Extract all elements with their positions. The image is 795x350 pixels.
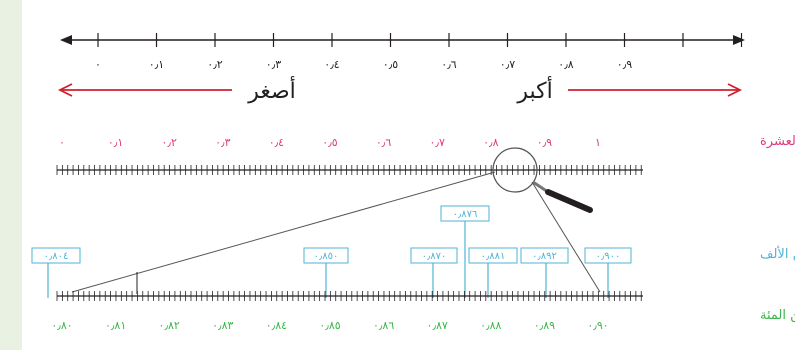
thousandths-row-title: أجزاء من الألف [760,245,795,262]
zoom-line-left [71,171,496,293]
tenths-row: أجزاء من العشرة ٠ ٠٫١ ٠٫٢ ٠٫٣ ٠٫٤ ٠٫٥ ٠٫٦ ٠٫٧ ٠٫… [56,132,795,175]
hundredths-tick-label: ٠٫٨٢ [159,319,180,332]
hundredths-tick-label: ٠٫٨٠ [51,319,72,332]
top-axis-right-arrowhead [733,35,745,45]
zoom-line-right [531,181,601,293]
hundredths-tick-label: ٠٫٨٩ [534,319,555,332]
tenths-tick-label: ٠٫٩ [537,136,552,149]
hundredths-row-title: أجزاء من المئة [760,306,795,323]
hundredths-row: ٠٫٨٠ ٠٫٨١ ٠٫٨٢ ٠٫٨٣ ٠٫٨٤ ٠٫٨٥ ٠٫٨٦ ٠٫٨٧ ٠٫٨٨ ٠٫٨٩… [51,272,795,332]
magnifier-lens-icon [492,147,538,193]
tenths-tick-label: ٠ [59,136,65,149]
top-tick-label: ٠٫٥ [383,58,398,71]
thousandths-box-value: ٠٫٨٩٢ [532,251,557,262]
tenths-row-title: أجزاء من العشرة [760,132,795,149]
thousandths-box-value: ٠٫٩٠٠ [596,251,621,262]
smaller-label: أصغر [247,76,296,104]
hundredths-ruler [56,291,643,301]
tenths-tick-label: ٠٫٣ [215,136,230,149]
hundredths-tick-label: ٠٫٨٨ [480,319,501,332]
hundredths-tick-label: ٠٫٨٦ [373,319,394,332]
top-tick-label: ٠٫٧ [500,58,515,71]
magnifier [71,147,601,293]
tenths-tick-label: ٠٫٧ [430,136,445,149]
thousandths-box [468,247,518,264]
thousandths-box [410,247,458,264]
top-tick-label: ٠٫٤ [324,58,339,71]
tenths-tick-label: ٠٫٢ [162,136,177,149]
thousandths-box-value: ٠٫٨٥٠ [314,251,339,262]
top-tick-label: ٠ [95,58,101,71]
smaller-arrowhead [57,83,73,97]
tenths-tick-label: ٠٫٤ [269,136,284,149]
top-tick-label: ٠٫١ [149,58,164,71]
top-tick-label: ٠٫٢ [207,58,222,71]
top-axis-tick-labels: ٠ ٠٫١ ٠٫٢ ٠٫٣ ٠٫٤ ٠٫٥ ٠٫٦ ٠٫٧ ٠٫٨ ٠٫٩ [95,58,632,71]
tenths-tick-label: ٠٫٨ [483,136,498,149]
top-tick-label: ٠٫٨ [558,58,573,71]
top-tick-label: ٠٫٩ [617,58,632,71]
hundredths-tick-labels: ٠٫٨٠ ٠٫٨١ ٠٫٨٢ ٠٫٨٣ ٠٫٨٤ ٠٫٨٥ ٠٫٨٦ ٠٫٨٧ ٠٫٨٨ ٠٫٨٩… [51,319,608,332]
larger-label: أكبر [516,76,552,104]
hundredths-tick-label: ٠٫٨٣ [212,319,233,332]
hundredths-tick-label: ٠٫٨١ [105,319,126,332]
thousandths-value-boxes: ٠٫٨٠٤ ٠٫٨٥٠ ٠٫٨٧٠ ٠٫٨٨١ ٠٫٨٩٢ ٠٫٩٠٠ [31,247,632,298]
thousandths-box [31,247,81,264]
hundredths-tick-label: ٠٫٨٧ [427,319,448,332]
top-number-line: ٠ ٠٫١ ٠٫٢ ٠٫٣ ٠٫٤ ٠٫٥ ٠٫٦ ٠٫٧ ٠٫٨ ٠٫٩ [60,33,745,71]
magnifier-handle [545,189,593,213]
hundredths-tick-label: ٠٫٨٤ [266,319,287,332]
magnified-value: ٠٫٨٧٦ [453,209,478,220]
thousandths-box-value: ٠٫٨٧٠ [422,251,447,262]
tenths-tick-label: ٠٫٦ [376,136,391,149]
magnifier-handle-neck [532,180,549,194]
larger-arrowhead [727,83,743,97]
top-tick-label: ٠٫٣ [266,58,281,71]
tenths-tick-label: ٠٫٥ [322,136,337,149]
thousandths-box-value: ٠٫٨٨١ [481,251,506,262]
comparison-arrows: أصغر أكبر [57,76,743,104]
thousandths-box [520,247,569,264]
top-tick-label: ٠٫٦ [441,58,456,71]
tenths-tick-label: ٠٫١ [108,136,123,149]
left-sidebar-band [0,0,22,350]
top-axis-ticks [97,33,743,47]
hundredths-tick-label: ٠٫٩٠ [587,319,608,332]
thousandths-row: أجزاء من الألف ٠٫٨٧٦ ٠٫٨٠٤ ٠٫٨٥٠ ٠٫٨٧٠ ٠٫٨٨… [31,205,795,298]
tenths-tick-labels: ٠ ٠٫١ ٠٫٢ ٠٫٣ ٠٫٤ ٠٫٥ ٠٫٦ ٠٫٧ ٠٫٨ ٠٫٩ ١ [59,136,601,149]
tenths-tick-label: ١ [595,136,601,149]
tenths-ruler [56,165,643,175]
hundredths-tick-label: ٠٫٨٥ [319,319,340,332]
thousandths-box-value: ٠٫٨٠٤ [44,251,69,262]
top-axis-left-arrowhead [60,35,72,45]
